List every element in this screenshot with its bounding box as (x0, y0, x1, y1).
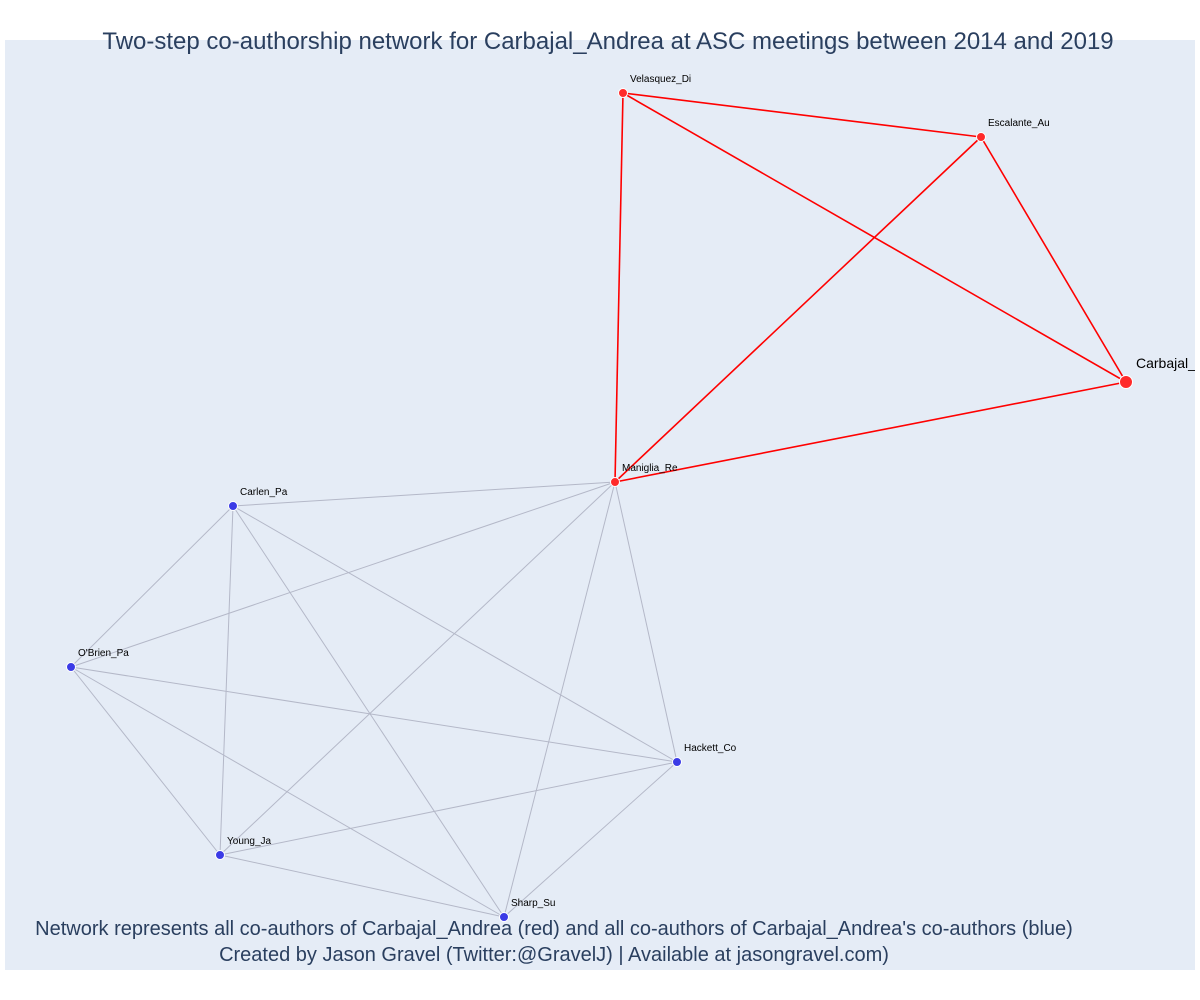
node-label-maniglia: Maniglia_Re (622, 463, 678, 474)
chart-title: Two-step co-authorship network for Carba… (102, 28, 1114, 55)
edge-obrien-sharp (70, 666, 505, 918)
node-label-carlen: Carlen_Pa (240, 487, 288, 498)
node-marker-young[interactable] (215, 850, 225, 860)
edge-carlen-sharp (232, 505, 505, 918)
edge-maniglia-sharp (503, 481, 616, 918)
node-label-carbajal: Carbajal_ (1136, 355, 1196, 371)
edge-maniglia-carbajal (614, 381, 1127, 483)
edge-carlen-young (219, 505, 234, 856)
node-marker-velasquez[interactable] (618, 88, 628, 98)
node-marker-maniglia[interactable] (610, 477, 620, 487)
node-marker-obrien[interactable] (66, 662, 76, 672)
caption-line-2: Created by Jason Gravel (Twitter:@Gravel… (219, 944, 889, 966)
node-marker-carlen[interactable] (228, 501, 238, 511)
edge-young-hackett (219, 761, 678, 856)
node-velasquez[interactable]: Velasquez_Di (618, 74, 692, 98)
node-label-escalante: Escalante_Au (988, 118, 1050, 129)
node-escalante[interactable]: Escalante_Au (976, 118, 1050, 142)
node-label-hackett: Hackett_Co (684, 743, 737, 754)
edge-obrien-young (70, 666, 221, 856)
edge-maniglia-young (219, 481, 616, 856)
node-label-velasquez: Velasquez_Di (630, 74, 691, 85)
plot-background (5, 40, 1195, 970)
node-label-sharp: Sharp_Su (511, 898, 555, 909)
edge-young-sharp (219, 854, 505, 918)
node-marker-carbajal[interactable] (1119, 375, 1133, 389)
caption-line-1: Network represents all co-authors of Car… (35, 918, 1073, 940)
edge-escalante-carbajal (980, 136, 1127, 383)
edge-maniglia-hackett (614, 481, 678, 763)
edge-velasquez-escalante (622, 92, 982, 138)
nodes-layer: Carbajal_ Velasquez_DiEscalante_AuManigli… (66, 74, 1197, 922)
edge-velasquez-maniglia (614, 92, 624, 483)
edges-layer (70, 92, 1127, 918)
node-young[interactable]: Young_Ja (215, 836, 272, 860)
edge-obrien-hackett (70, 666, 678, 763)
node-sharp[interactable]: Sharp_Su (499, 898, 556, 922)
edge-carlen-hackett (232, 505, 678, 763)
node-carbajal[interactable]: Carbajal_ (1119, 355, 1197, 389)
edge-maniglia-obrien (70, 481, 616, 668)
node-marker-escalante[interactable] (976, 132, 986, 142)
node-carlen[interactable]: Carlen_Pa (228, 487, 288, 511)
node-hackett[interactable]: Hackett_Co (672, 743, 737, 767)
node-marker-hackett[interactable] (672, 757, 682, 767)
node-obrien[interactable]: O'Brien_Pa (66, 648, 130, 672)
edge-sharp-hackett (503, 761, 678, 918)
edge-escalante-maniglia (614, 136, 982, 483)
node-label-young: Young_Ja (227, 836, 272, 847)
edge-carlen-obrien (70, 505, 234, 668)
node-marker-sharp[interactable] (499, 912, 509, 922)
edge-maniglia-carlen (232, 481, 616, 507)
node-maniglia[interactable]: Maniglia_Re (610, 463, 679, 487)
node-label-obrien: O'Brien_Pa (78, 648, 129, 659)
